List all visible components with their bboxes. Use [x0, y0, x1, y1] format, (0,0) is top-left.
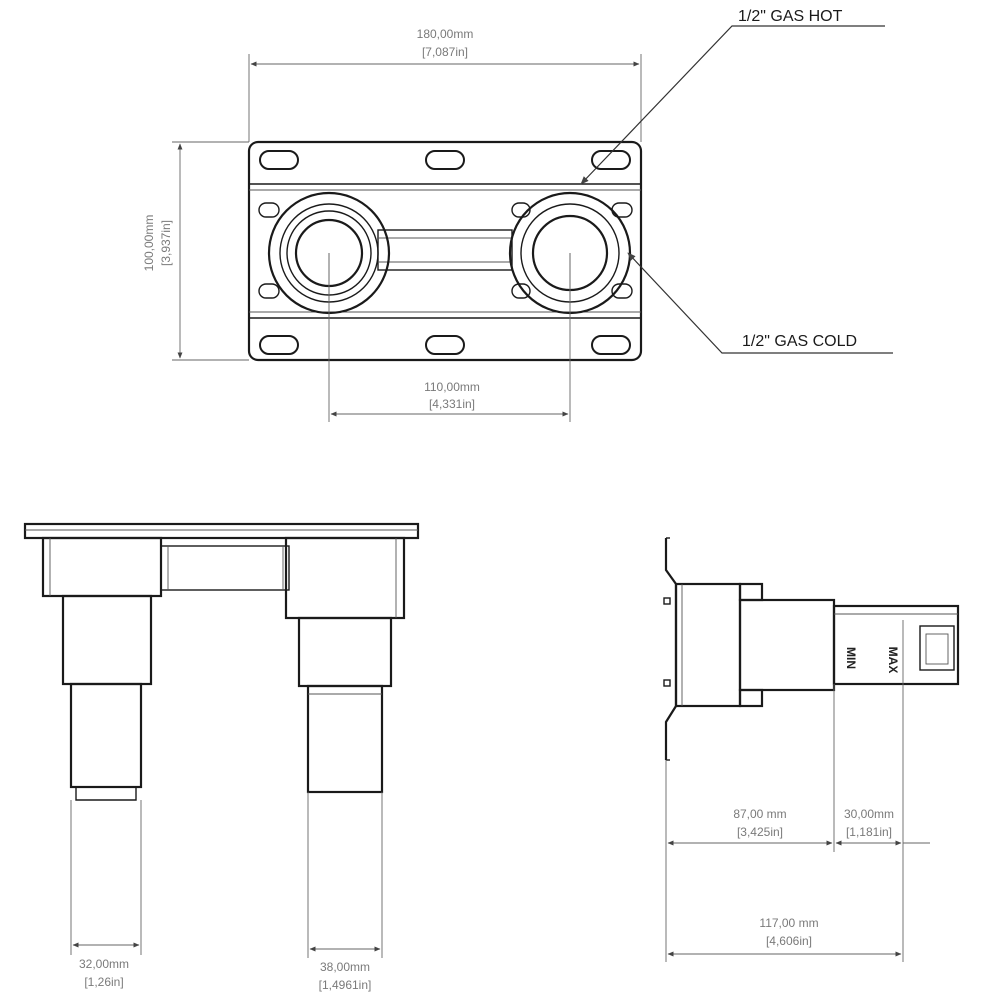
spacing-mm: 110,00mm: [424, 380, 480, 394]
center-bridge: [377, 229, 513, 271]
total-mm: 117,00 mm: [759, 916, 818, 930]
width-in: [7,087in]: [422, 45, 468, 59]
valve-body: [674, 582, 742, 708]
adjust-mm: 30,00mm: [844, 807, 894, 821]
min-label: MIN: [844, 647, 858, 669]
valve-ring: [738, 582, 764, 602]
mounting-slot: [259, 150, 299, 170]
depth-mm: 87,00 mm: [733, 807, 786, 821]
right-pipe-in: [1,4961in]: [319, 978, 372, 992]
depth-in: [3,425in]: [737, 825, 783, 839]
total-dimension: 117,00 mm [4,606in]: [667, 916, 902, 957]
depth-dimension: 87,00 mm [3,425in]: [667, 807, 833, 846]
side-slot: [258, 283, 280, 299]
handle-knob: [919, 625, 955, 671]
spacing-dimension: 110,00mm [4,331in]: [328, 255, 571, 422]
max-label: MAX: [886, 647, 900, 674]
mounting-plate: [247, 140, 643, 362]
height-dimension: 100,00mm [3,937in]: [142, 141, 249, 361]
side-view: MIN MAX 87,00 mm [3,425in] 30,00mm [1,18…: [663, 537, 960, 962]
hot-callout: 1/2" GAS HOT: [580, 8, 885, 185]
hot-callout-label: 1/2" GAS HOT: [738, 8, 843, 25]
total-in: [4,606in]: [766, 934, 812, 948]
left-pipe-dimension: 32,00mm [1,26in]: [70, 800, 142, 989]
left-pipe: [69, 682, 143, 789]
height-mm: 100,00mm: [142, 215, 156, 272]
left-body: [41, 536, 163, 598]
right-pipe: [306, 684, 384, 794]
width-mm: 180,00mm: [417, 27, 474, 41]
bridge: [160, 545, 290, 591]
height-in: [3,937in]: [159, 220, 173, 266]
mounting-slot: [425, 150, 465, 170]
side-slot: [511, 283, 531, 299]
left-pipe-mm: 32,00mm: [79, 957, 129, 971]
right-pipe-dimension: 38,00mm [1,4961in]: [307, 792, 383, 992]
mounting-slot: [259, 335, 299, 355]
right-stem: [297, 616, 393, 688]
plate-edge: [23, 522, 420, 540]
front-view: 180,00mm [7,087in] 100,00mm [3,937in] 11…: [142, 8, 893, 422]
adjust-in: [1,181in]: [846, 825, 892, 839]
adjust-dimension: 30,00mm [1,181in]: [835, 807, 930, 846]
cold-callout: 1/2" GAS COLD: [627, 252, 893, 354]
left-pipe-in: [1,26in]: [84, 975, 123, 989]
mounting-slot: [591, 150, 631, 170]
right-pipe-mm: 38,00mm: [320, 960, 370, 974]
left-stem: [61, 594, 153, 686]
side-slot: [258, 202, 280, 218]
side-plate: [664, 538, 678, 760]
handle: [832, 604, 960, 686]
bottom-view: 32,00mm [1,26in] 38,00mm [1,4961in]: [23, 522, 420, 992]
mounting-slot: [591, 335, 631, 355]
right-body: [284, 536, 406, 620]
width-dimension: 180,00mm [7,087in]: [248, 27, 642, 142]
cartridge: [738, 598, 836, 692]
spacing-in: [4,331in]: [429, 397, 475, 411]
mounting-slot: [425, 335, 465, 355]
cold-callout-label: 1/2" GAS COLD: [742, 333, 857, 350]
side-slot: [611, 283, 633, 299]
